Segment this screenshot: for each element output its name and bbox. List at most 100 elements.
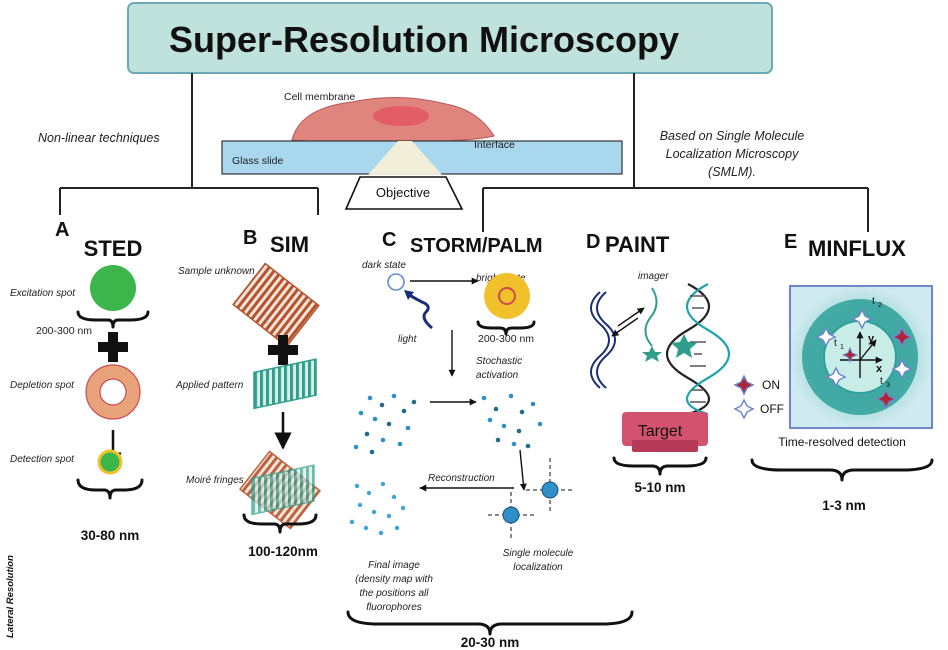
sample-label: Sample unknown [178, 266, 255, 277]
svg-text:2: 2 [878, 302, 882, 309]
imager-label: imager [638, 271, 669, 282]
plus-icon [98, 332, 128, 362]
paint-title: PAINT [605, 232, 670, 257]
sample-pattern [232, 262, 320, 348]
branch-right-label: Based on Single Molecule Localization Mi… [660, 129, 805, 179]
final-image-dots [349, 481, 406, 536]
bound-imager-star [671, 334, 697, 358]
final-image-label-2: (density map with [355, 574, 433, 585]
imager-strand [642, 287, 662, 362]
svg-text:t: t [834, 338, 837, 349]
depletion-spot [86, 365, 140, 419]
minflux-stars [815, 308, 913, 410]
sim-brace [242, 513, 318, 534]
storm-spot-size: 200-300 nm [478, 333, 534, 345]
single-molecule-label-2: localization [513, 562, 563, 573]
x-axis-label: x [876, 363, 883, 375]
off-star-icon [733, 398, 755, 420]
spot-size-label: 200-300 nm [36, 325, 92, 337]
sim-title: SIM [270, 232, 309, 257]
dark-state-dot [387, 273, 405, 291]
light-label: light [398, 334, 418, 345]
glass-slide-label: Glass slide [232, 155, 284, 167]
excitation-brace [76, 310, 150, 329]
dots-cluster-1 [353, 393, 417, 455]
target-label: Target [638, 423, 683, 440]
svg-text:t: t [872, 296, 875, 307]
final-image-label-4: fluorophores [366, 602, 422, 613]
depletion-label: Depletion spot [10, 380, 75, 391]
light-cone [368, 141, 442, 175]
applied-pattern [253, 358, 317, 410]
dna-helix [666, 283, 730, 416]
panel-paint: D PAINT imager Ta [586, 231, 730, 495]
interface-label: Interface [474, 139, 515, 151]
lateral-resolution-label: Lateral Resolution [5, 555, 16, 638]
time-resolved-label: Time-resolved detection [778, 435, 906, 449]
excitation-spot [90, 265, 136, 311]
panel-c-letter: C [382, 229, 396, 251]
panel-sted: A STED Excitation spot 200-300 nm Deplet… [10, 219, 150, 543]
panel-a-letter: A [55, 219, 69, 241]
molecule-marker-2 [488, 492, 534, 540]
title-box: Super-Resolution Microscopy [127, 2, 773, 74]
svg-text:(SMLM).: (SMLM). [708, 165, 756, 179]
objective-label: Objective [376, 185, 430, 200]
reconstruction-label: Reconstruction [428, 473, 495, 484]
dots-cluster-2 [481, 393, 543, 449]
panel-b-letter: B [243, 227, 257, 249]
moire-fringes [238, 450, 322, 530]
svg-text:Localization Microscopy: Localization Microscopy [666, 147, 799, 161]
light-icon [407, 292, 433, 330]
tree-connectors [59, 73, 869, 232]
free-strand [590, 291, 616, 389]
microscope-illustration: Cell membrane Glass slide Interface Obje… [221, 91, 623, 210]
detection-spot [97, 449, 123, 475]
svg-text:1: 1 [840, 344, 844, 351]
on-star-icon [733, 374, 755, 396]
final-image-label-1: Final image [368, 560, 420, 571]
legend-on-label: ON [762, 378, 780, 392]
legend-on: ON [733, 374, 780, 396]
minflux-brace [750, 458, 934, 482]
excitation-label: Excitation spot [10, 288, 76, 299]
target-block: Target [622, 412, 708, 452]
minflux-resolution: 1-3 nm [822, 498, 866, 513]
legend-off: OFF [733, 398, 784, 420]
dark-state-label: dark state [362, 260, 406, 271]
t3-label: t 3 [880, 376, 890, 389]
svg-text:Based on Single Molecule: Based on Single Molecule [660, 129, 805, 143]
panel-d-letter: D [586, 231, 600, 253]
branch-left-label: Non-linear techniques [38, 131, 160, 145]
bright-brace [476, 320, 536, 336]
binding-arrows [611, 307, 645, 337]
paint-resolution: 5-10 nm [634, 480, 685, 495]
panel-storm-palm: C STORM/PALM dark state bright state lig… [346, 229, 634, 650]
t2-label: t 2 [872, 296, 882, 309]
panel-minflux: E MINFLUX y x t 1 t 2 t 3 [733, 231, 934, 513]
panel-sim: B SIM Sample unknown Applied pattern Moi… [175, 227, 322, 559]
panel-e-letter: E [784, 231, 797, 253]
cell-nucleus [373, 106, 429, 126]
stochastic-label-2: activation [476, 370, 519, 381]
legend-off-label: OFF [760, 402, 784, 416]
page-title: Super-Resolution Microscopy [169, 19, 679, 60]
minflux-axes [840, 331, 883, 378]
plus-icon-sim [268, 335, 298, 365]
svg-text:t: t [880, 376, 883, 387]
y-axis-label: y [868, 333, 875, 345]
molecule-marker-1 [526, 458, 574, 514]
stochastic-label-1: Stochastic [476, 356, 522, 367]
localize-arrow [519, 449, 527, 491]
svg-text:3: 3 [886, 382, 890, 389]
detection-label: Detection spot [10, 454, 75, 465]
single-molecule-label-1: Single molecule [503, 548, 574, 559]
sim-resolution: 100-120nm [248, 544, 318, 559]
cell-membrane-label: Cell membrane [284, 91, 355, 103]
paint-brace [612, 456, 708, 476]
sted-resolution: 30-80 nm [81, 528, 140, 543]
applied-pattern-label: Applied pattern [175, 380, 244, 391]
moire-label: Moiré fringes [186, 475, 244, 486]
minflux-title: MINFLUX [808, 236, 906, 261]
sted-brace [76, 478, 144, 500]
